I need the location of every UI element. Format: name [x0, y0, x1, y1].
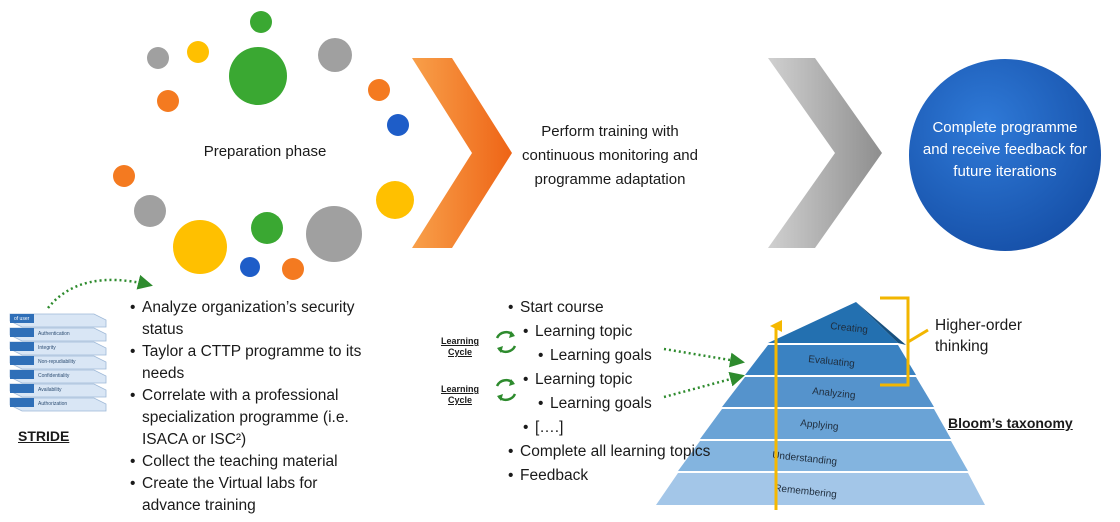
bloom-level-label: Analyzing	[812, 386, 856, 401]
circle-orange-dot	[157, 90, 179, 112]
training-phase-label: Perform training with continuous monitor…	[522, 123, 698, 188]
training-steps-list: Start course Learning topic Learning goa…	[508, 296, 768, 488]
circle-blue-dot	[240, 257, 260, 277]
circle-gray-medium	[134, 195, 166, 227]
circle-gray-medium	[318, 38, 352, 72]
higher-order-label: Higher-order thinking	[935, 317, 1023, 355]
stride-row-4: Non-repudiability	[9, 355, 107, 370]
circle-gray-large	[306, 206, 362, 262]
preparation-phase-label: Preparation phase	[203, 143, 327, 160]
cycle-arrows-icon	[495, 378, 517, 402]
list-item: Taylor a CTTP programme to its needs	[130, 341, 380, 385]
list-item: [….]	[523, 416, 768, 440]
list-item: Learning goals	[538, 392, 768, 416]
circle-orange-dot	[282, 258, 304, 280]
complete-phase-label: Complete programme and receive feedback …	[922, 119, 1088, 180]
stride-stack-icon: of user Authentication Integrity Non-rep…	[9, 313, 107, 412]
list-item: Learning topic	[523, 368, 768, 392]
list-item: Learning goals	[538, 344, 768, 368]
circle-green-large	[229, 47, 287, 105]
stride-row-label: Non-repudiability	[38, 359, 76, 365]
list-item: Create the Virtual labs for advance trai…	[130, 473, 380, 517]
list-item: Correlate with a professional specializa…	[130, 385, 380, 451]
stride-row-7: Authorization	[9, 397, 107, 412]
stride-row-label: Authorization	[38, 401, 67, 407]
pyramid-level-creating	[768, 302, 898, 343]
stride-row-label: Integrity	[38, 345, 56, 351]
cycle-arrows-icon	[495, 330, 517, 354]
list-item: Learning topic	[523, 320, 768, 344]
stride-row-label: Availability	[38, 387, 62, 393]
pyramid-level-creating-side	[856, 302, 906, 345]
learning-cycle-label-1: Learning Cycle	[440, 336, 479, 357]
gray-chevron	[768, 58, 882, 248]
stride-row-label: of user	[14, 316, 30, 322]
stride-label: STRIDE	[18, 428, 70, 444]
list-item: Complete all learning topics	[508, 440, 768, 464]
circle-blue-dot	[387, 114, 409, 136]
bloom-level-label: Creating	[830, 321, 869, 336]
higher-order-bracket	[880, 296, 929, 387]
bloom-title: Bloom’s taxonomy	[948, 415, 1073, 431]
preparation-circles	[113, 11, 414, 280]
stride-row-1: of user	[9, 313, 107, 328]
circle-orange-dot	[113, 165, 135, 187]
stride-row-label: Confidentiality	[38, 373, 70, 379]
bloom-level-label: Applying	[800, 418, 839, 433]
preparation-steps-list: Analyze organization’s security status T…	[130, 297, 380, 517]
stride-row-label: Authentication	[38, 331, 70, 337]
stride-row-2: Authentication	[9, 327, 107, 342]
circle-yellow-dot	[187, 41, 209, 63]
stride-row-6: Availability	[9, 383, 107, 398]
circle-green-medium	[251, 212, 283, 244]
list-item: Analyze organization’s security status	[130, 297, 380, 341]
stride-row-5: Confidentiality	[9, 369, 107, 384]
complete-circle	[909, 59, 1101, 251]
bloom-level-label: Evaluating	[808, 354, 856, 370]
stride-dotted-arrow	[47, 274, 153, 309]
learning-cycle-label-2: Learning Cycle	[440, 384, 479, 405]
list-item: Feedback	[508, 464, 768, 488]
circle-green-small	[250, 11, 272, 33]
circle-yellow-large	[173, 220, 227, 274]
circle-orange-dot	[368, 79, 390, 101]
stride-row-3: Integrity	[9, 341, 107, 356]
list-item: Start course	[508, 296, 768, 320]
orange-chevron	[412, 58, 512, 248]
pyramid-level-evaluating	[745, 345, 916, 375]
circle-gray-dot	[147, 47, 169, 69]
list-item: Collect the teaching material	[130, 451, 380, 473]
circle-yellow-medium	[376, 181, 414, 219]
